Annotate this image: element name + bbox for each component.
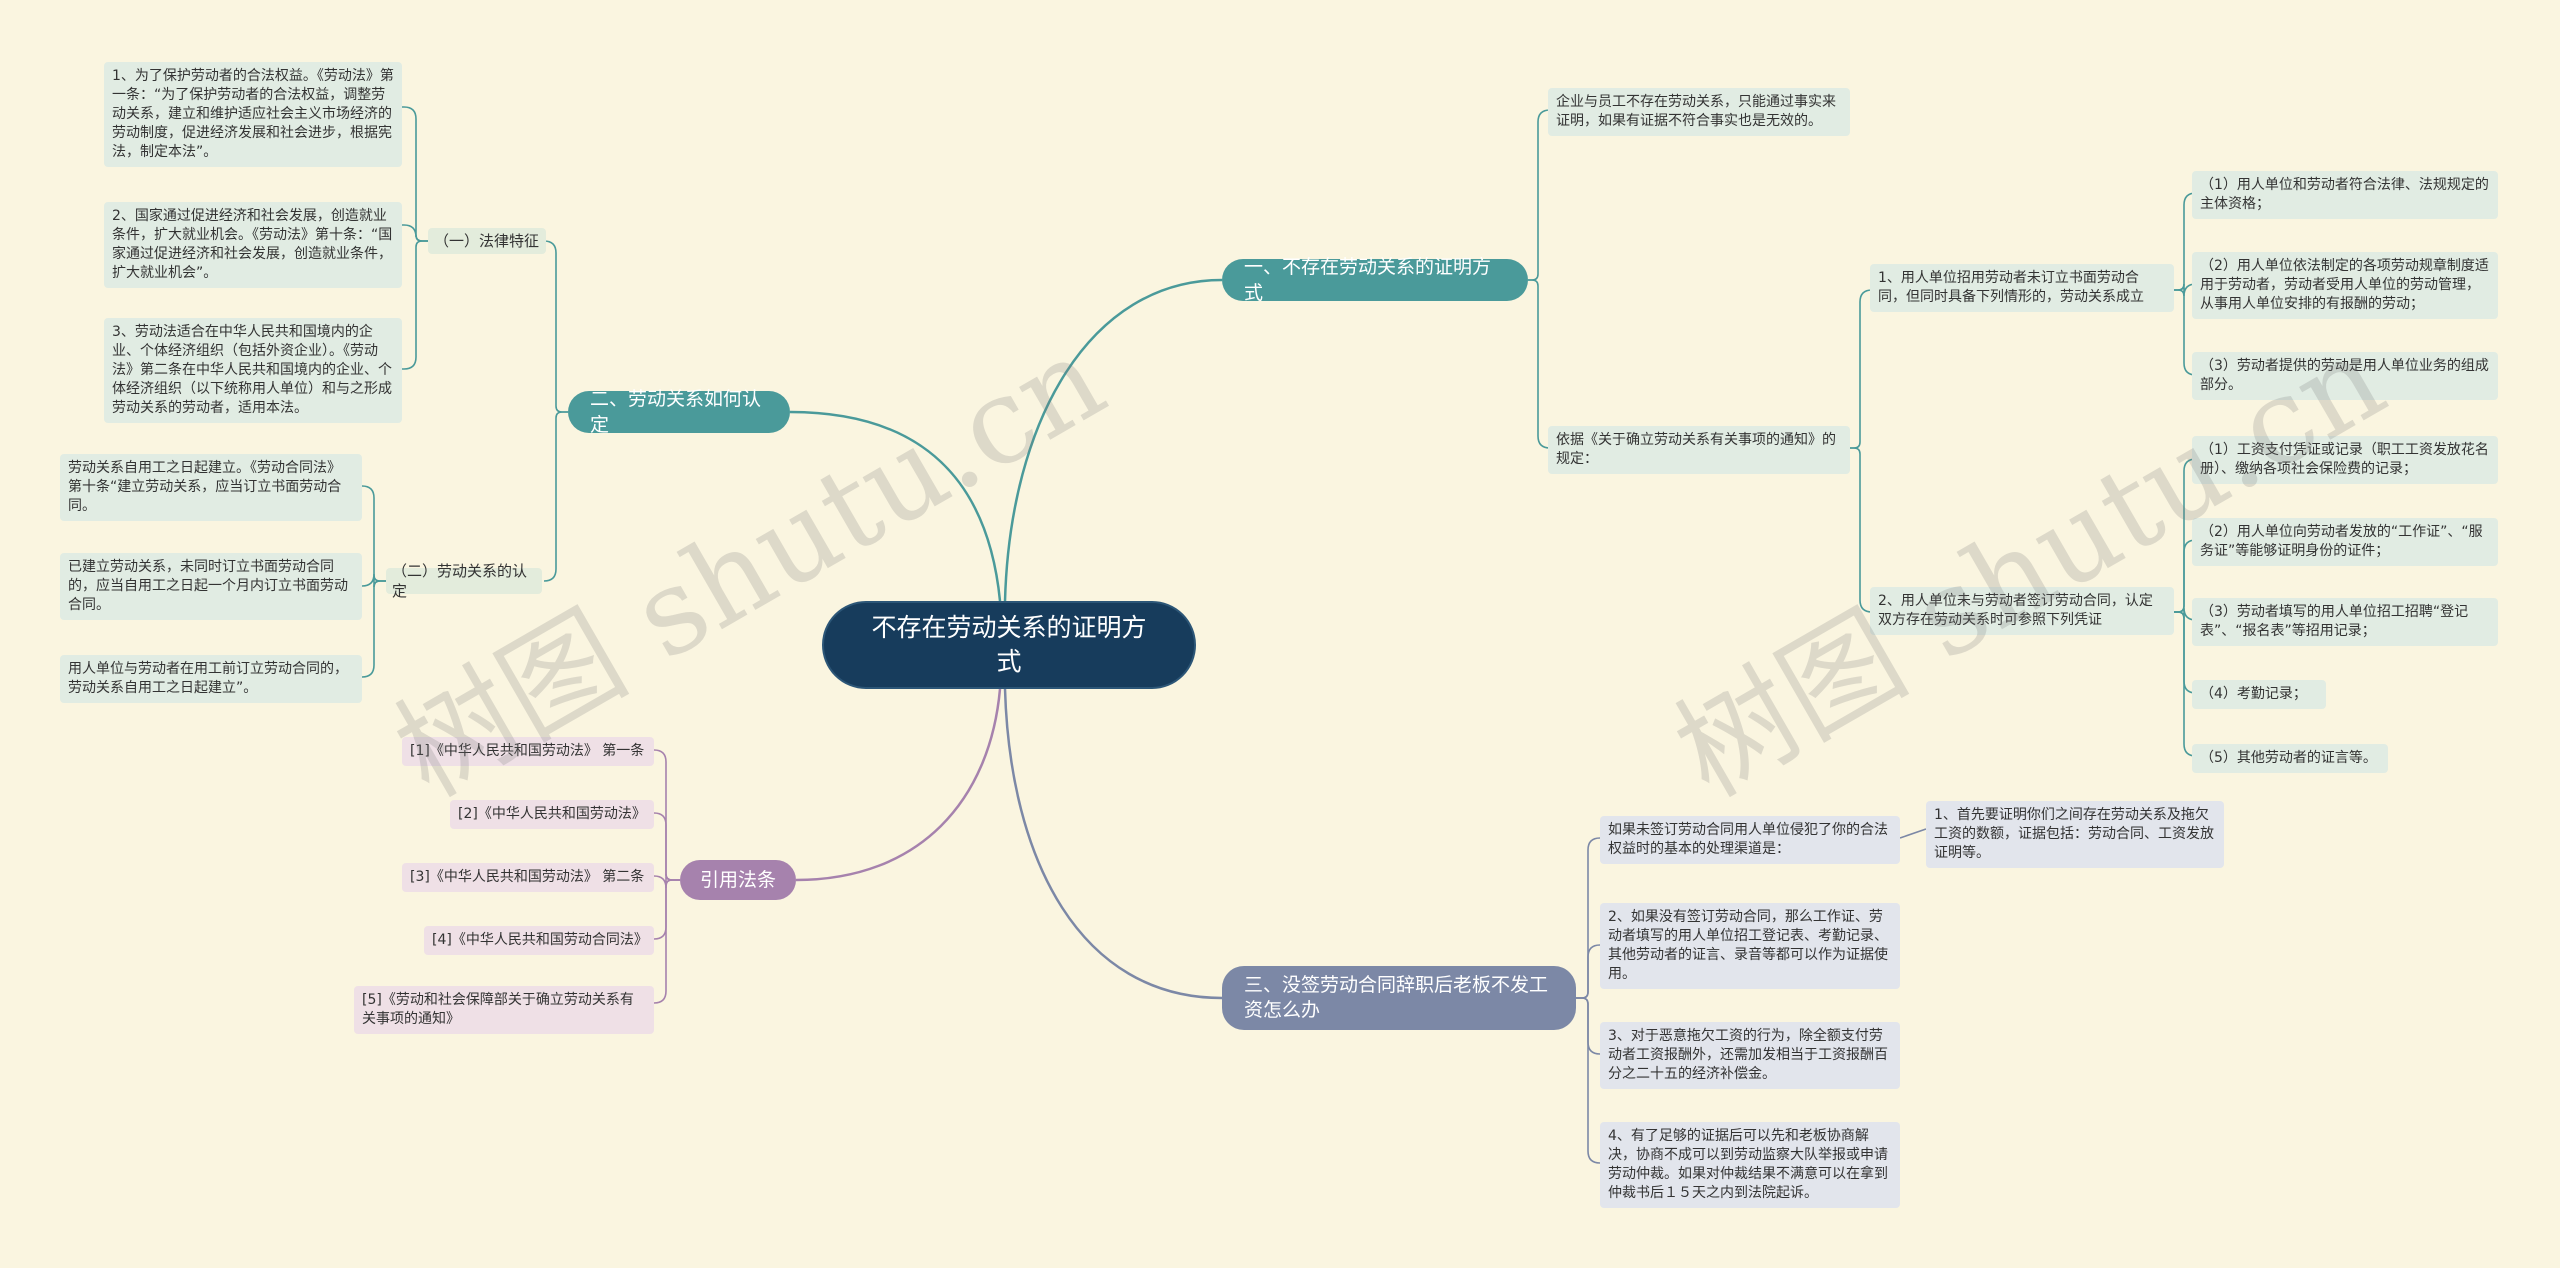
evidence-point-2[interactable]: （2）用人单位向劳动者发放的“工作证”、“服务证”等能够证明身份的证件； (2192, 518, 2498, 566)
handling-step-4[interactable]: 4、有了足够的证据后可以先和老板协商解决，协商不成可以到劳动监察大队举报或申请劳… (1600, 1122, 1900, 1208)
link-sub1-0 (402, 106, 428, 242)
link-root-branch4 (795, 688, 1002, 882)
legal-feature-2[interactable]: 2、国家通过促进经济和社会发展，创造就业条件，扩大就业机会。《劳动法》第十条：“… (104, 202, 402, 288)
link-b4-2 (653, 873, 680, 889)
handling-step-3[interactable]: 3、对于恶意拖欠工资的行为，除全额支付劳动者工资报酬外，还需加发相当于工资报酬百… (1600, 1022, 1900, 1089)
link-b4-0 (653, 749, 680, 881)
evidence-point-4[interactable]: （4）考勤记录； (2192, 680, 2326, 709)
link-b3-3 (1576, 997, 1601, 1164)
regulation-basis[interactable]: 依据《关于确立劳动关系有关事项的通知》的规定： (1548, 426, 1850, 474)
link-b3-2 (1576, 997, 1601, 1055)
link-basis-0 (1850, 289, 1873, 449)
proof-intro-note[interactable]: 企业与员工不存在劳动关系，只能通过事实来证明，如果有证据不符合事实也是无效的。 (1548, 88, 1850, 136)
evidence-point-1[interactable]: （1）工资支付凭证或记录（职工工资发放花名册）、缴纳各项社会保险费的记录； (2192, 436, 2498, 484)
link-sub2-0 (361, 485, 386, 582)
branch-proof-methods[interactable]: 一、不存在劳动关系的证明方式 (1222, 256, 1528, 304)
link-b3-0 (1576, 837, 1601, 999)
branch-unpaid-wages[interactable]: 三、没签劳动合同辞职后老板不发工资怎么办 (1222, 966, 1576, 1030)
link-sub2-1 (361, 573, 386, 588)
link-b4-4 (653, 879, 680, 1004)
link-b2-1 (543, 411, 568, 582)
link-b4-3 (653, 879, 680, 940)
criteria-item-1[interactable]: 1、用人单位招用劳动者未订立书面劳动合同，但同时具备下列情形的，劳动关系成立 (1870, 264, 2174, 312)
cited-law-4[interactable]: [4]《中华人民共和国劳动合同法》 (424, 926, 654, 955)
legal-feature-1[interactable]: 1、为了保护劳动者的合法权益。《劳动法》第一条：“为了保护劳动者的合法权益，调整… (104, 62, 402, 167)
root-topic[interactable]: 不存在劳动关系的证明方式 (822, 601, 1196, 689)
link-b1-1 (1528, 279, 1551, 449)
link-root-branch2 (789, 410, 1002, 602)
cited-law-1[interactable]: [1]《中华人民共和国劳动法》 第一条 (402, 737, 654, 766)
legal-features[interactable]: （一）法律特征 (428, 228, 546, 254)
link-sub1-1 (402, 224, 428, 242)
recognition-point-2[interactable]: 已建立劳动关系，未同时订立书面劳动合同的，应当自用工之日起一个月内订立书面劳动合… (60, 553, 362, 620)
criteria-1-point-2[interactable]: （2）用人单位依法制定的各项劳动规章制度适用于劳动者，劳动者受用人单位的劳动管理… (2192, 252, 2498, 319)
criteria-1-point-3[interactable]: （3）劳动者提供的劳动是用人单位业务的组成部分。 (2192, 352, 2498, 400)
relationship-recognition[interactable]: （二）劳动关系的认定 (386, 562, 542, 600)
recognition-point-1[interactable]: 劳动关系自用工之日起建立。《劳动合同法》第十条“建立劳动关系，应当订立书面劳动合… (60, 454, 362, 521)
link-basis-1 (1850, 447, 1873, 613)
link-b1-0 (1528, 109, 1551, 281)
evidence-point-5[interactable]: （5）其他劳动者的证言等。 (2192, 744, 2388, 773)
link-b2-0 (543, 240, 568, 413)
branch-cited-laws[interactable]: 引用法条 (680, 860, 796, 900)
branch-relationship-recognition[interactable]: 二、劳动关系如何认定 (568, 388, 790, 436)
link-sub1-2 (402, 240, 428, 370)
cited-law-3[interactable]: [3]《中华人民共和国劳动法》 第二条 (402, 863, 654, 892)
link-b3-1 (1576, 944, 1601, 999)
link-sub2-2 (361, 580, 386, 678)
cited-law-5[interactable]: [5]《劳动和社会保障部关于确立劳动关系有关事项的通知》 (354, 986, 654, 1034)
handling-channel[interactable]: 如果未签订劳动合同用人单位侵犯了你的合法权益时的基本的处理渠道是： (1600, 816, 1900, 864)
cited-law-2[interactable]: [2]《中华人民共和国劳动法》 (450, 800, 654, 829)
link-b3-detail (1899, 828, 1927, 839)
link-root-branch3 (1003, 688, 1223, 1000)
link-root-branch1 (1003, 278, 1223, 602)
legal-feature-3[interactable]: 3、劳动法适合在中华人民共和国境内的企业、个体经济组织（包括外资企业）。《劳动法… (104, 318, 402, 423)
handling-step-2[interactable]: 2、如果没有签订劳动合同，那么工作证、劳动者填写的用人单位招工登记表、考勤记录、… (1600, 903, 1900, 989)
recognition-point-3[interactable]: 用人单位与劳动者在用工前订立劳动合同的，劳动关系自用工之日起建立”。 (60, 655, 362, 703)
link-b4-1 (653, 812, 680, 881)
evidence-item-2[interactable]: 2、用人单位未与劳动者签订劳动合同，认定双方存在劳动关系时可参照下列凭证 (1870, 587, 2174, 635)
handling-step-1[interactable]: 1、首先要证明你们之间存在劳动关系及拖欠工资的数额，证据包括：劳动合同、工资发放… (1926, 801, 2224, 868)
criteria-1-point-1[interactable]: （1）用人单位和劳动者符合法律、法规规定的主体资格； (2192, 171, 2498, 219)
evidence-point-3[interactable]: （3）劳动者填写的用人单位招工招聘“登记表”、“报名表”等招用记录； (2192, 598, 2498, 646)
